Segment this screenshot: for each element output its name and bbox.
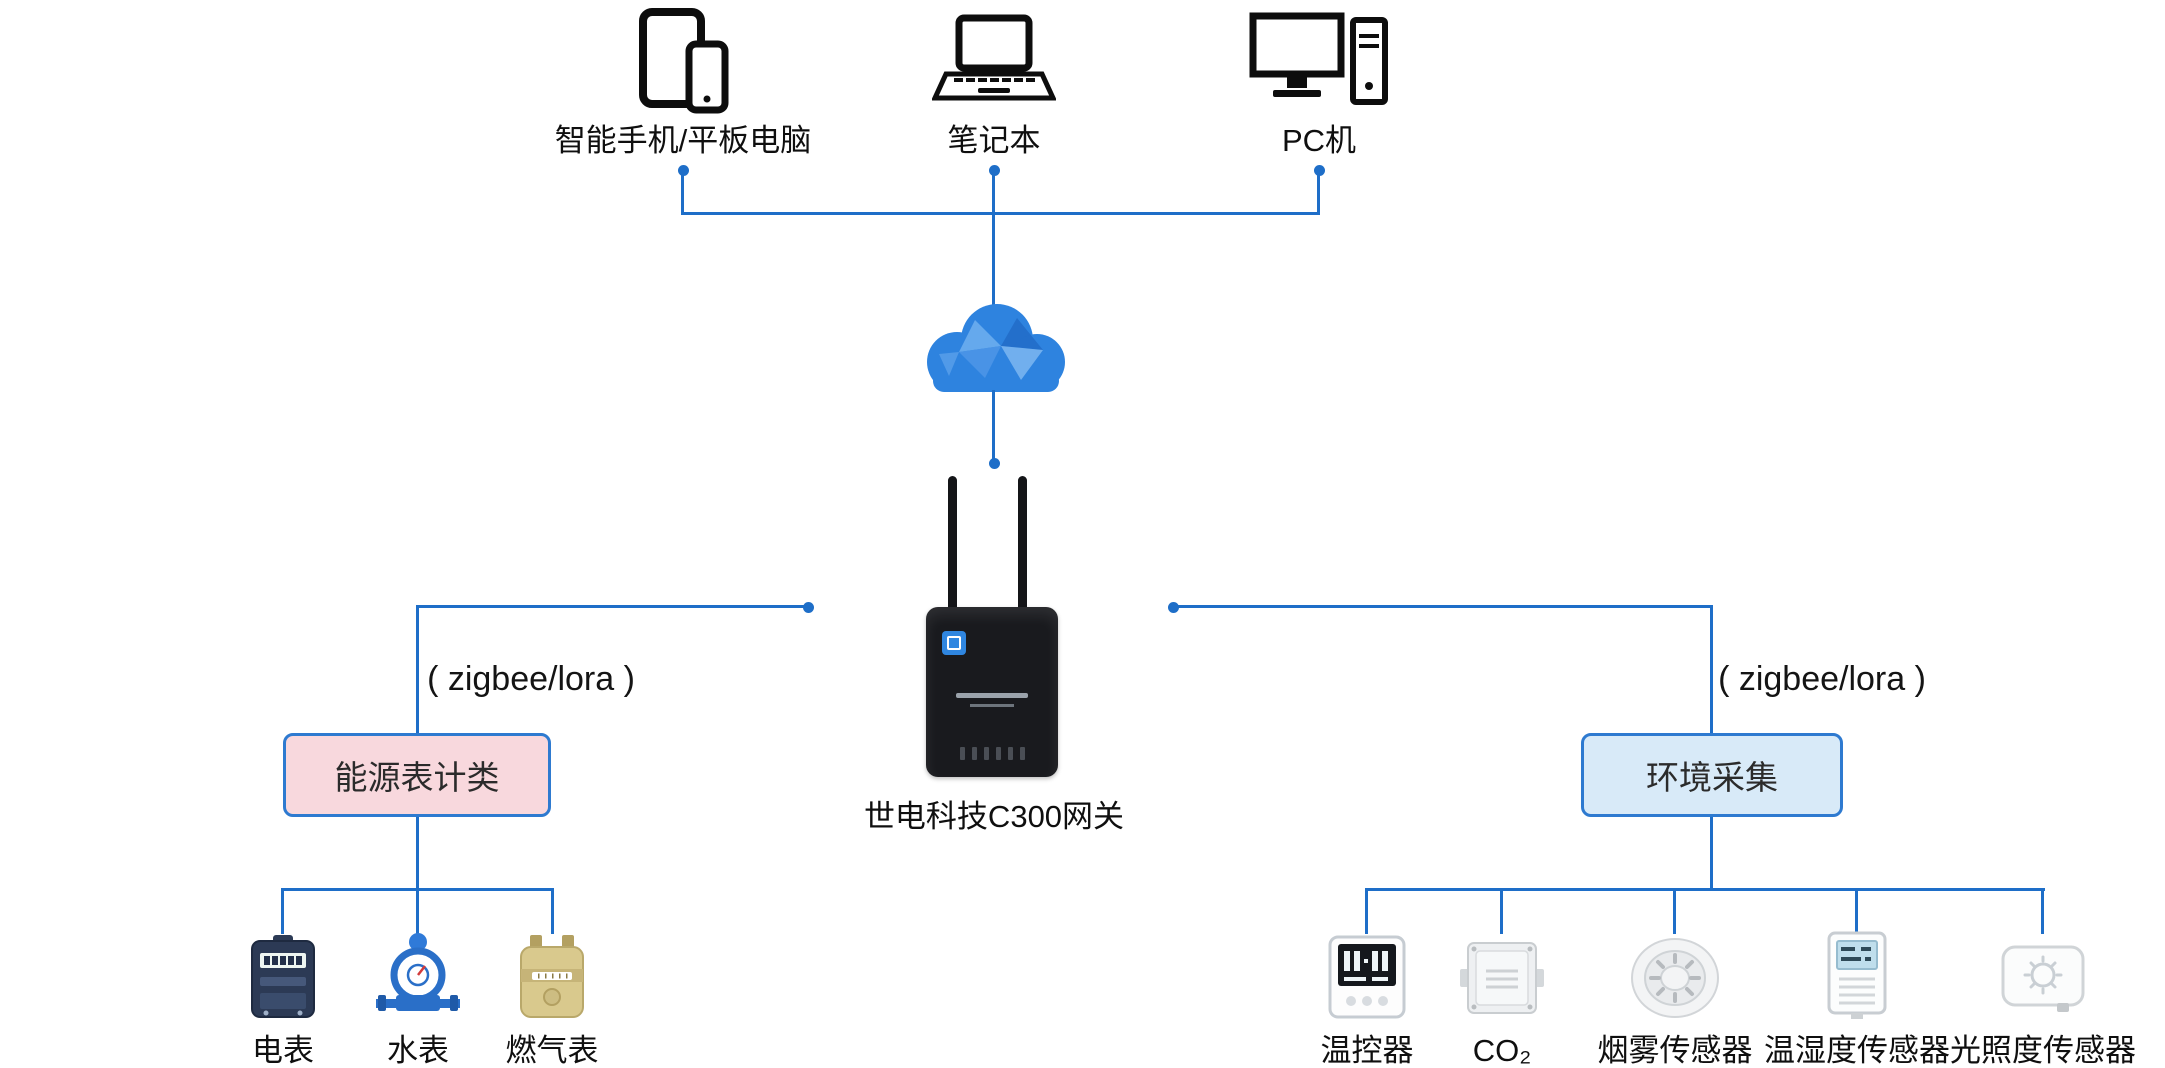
connector-dot	[1168, 602, 1179, 613]
water-meter-icon	[376, 933, 460, 1019]
connector-line	[1673, 888, 1676, 934]
connector-line	[1710, 817, 1713, 890]
gateway-antenna-left	[948, 476, 957, 612]
thermostat-icon	[1327, 935, 1407, 1019]
connector-line	[1365, 888, 1368, 934]
label-thermostat: 温控器	[1320, 1033, 1414, 1068]
gateway-panel-text-bar	[956, 693, 1028, 698]
label-electric-meter: 电表	[252, 1033, 314, 1068]
connector-line	[1317, 170, 1320, 214]
energy-meter-group-box: 能源表计类	[283, 733, 551, 817]
connector-line	[1500, 888, 1503, 934]
temp-humidity-sensor-icon	[1817, 931, 1897, 1019]
gas-meter-icon	[516, 935, 588, 1019]
connector-line	[416, 605, 419, 735]
connector-dot	[803, 602, 814, 613]
label-co2-sensor: CO₂	[1472, 1033, 1532, 1068]
electric-meter-icon	[247, 935, 319, 1019]
label-light-sensor: 光照度传感器	[1950, 1033, 2136, 1068]
smoke-sensor-icon	[1630, 937, 1720, 1019]
gateway-antenna-right	[1018, 476, 1027, 612]
gateway-panel-text-bar	[970, 704, 1014, 707]
gateway-logo	[942, 631, 966, 655]
right-protocol-label: ( zigbee/lora )	[1718, 660, 1926, 698]
light-sensor-icon	[1999, 939, 2087, 1015]
tablet-phone-icon	[633, 6, 733, 116]
laptop-icon	[931, 14, 1057, 110]
environment-group-box: 环境采集	[1581, 733, 1843, 817]
environment-group-label: 环境采集	[1646, 759, 1778, 796]
connector-dot	[989, 458, 1000, 469]
connector-line	[551, 888, 554, 934]
connector-line-top-bus	[681, 212, 1320, 215]
connector-line	[418, 605, 808, 608]
label-pc: PC机	[1281, 123, 1357, 158]
label-temp-humidity-sensor: 温湿度传感器	[1764, 1033, 1950, 1068]
connector-line	[2041, 888, 2044, 934]
label-smartphone-tablet: 智能手机/平板电脑	[554, 123, 812, 158]
gateway-vents	[960, 747, 1025, 760]
gateway-label: 世电科技C300网关	[863, 799, 1125, 834]
desktop-pc-icon	[1247, 10, 1391, 112]
connector-line	[416, 817, 419, 890]
label-water-meter: 水表	[387, 1033, 449, 1068]
connector-line	[992, 170, 995, 320]
connector-line	[992, 390, 995, 460]
label-gas-meter: 燃气表	[505, 1033, 599, 1068]
connector-line	[1855, 888, 1858, 934]
label-laptop: 笔记本	[947, 123, 1041, 158]
left-protocol-label: ( zigbee/lora )	[427, 660, 635, 698]
energy-meter-group-label: 能源表计类	[334, 759, 500, 796]
connector-line	[1365, 888, 2045, 891]
connector-line	[281, 888, 284, 934]
cloud-icon	[905, 292, 1083, 404]
connector-line	[416, 888, 419, 934]
connector-line	[1710, 605, 1713, 735]
connector-line	[681, 170, 684, 214]
label-smoke-sensor: 烟雾传感器	[1597, 1033, 1753, 1068]
gateway-device	[926, 607, 1058, 777]
connector-line	[1173, 605, 1712, 608]
co2-sensor-icon	[1460, 941, 1544, 1015]
